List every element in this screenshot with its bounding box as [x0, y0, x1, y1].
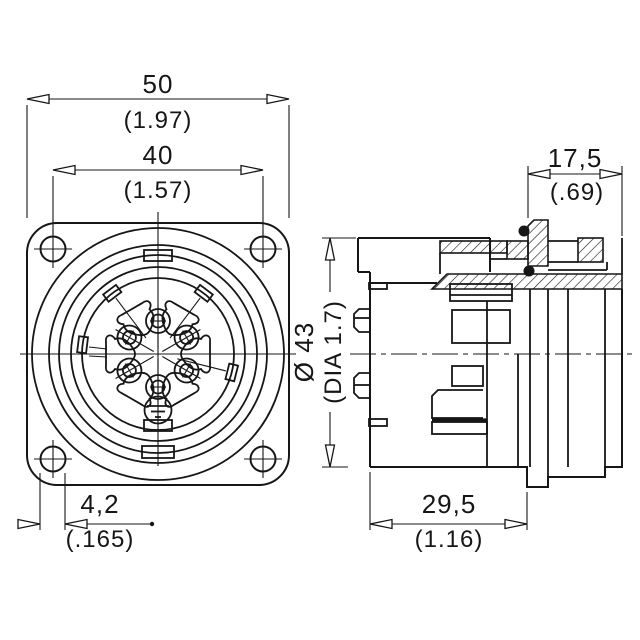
- dim-flange-width-inch: (1.97): [124, 107, 193, 134]
- dimension-front-length: 29,5 (1.16): [369, 472, 528, 553]
- mount-ear-top: [368, 282, 388, 290]
- dim-front-length-mm: 29,5: [422, 489, 477, 519]
- mount-ear-bottom: [368, 418, 388, 427]
- dim-hole-spacing-inch: (1.57): [124, 177, 193, 204]
- dim-rear-length-inch: (.69): [550, 179, 604, 206]
- connector-body: [353, 272, 623, 488]
- dimension-rear-length: 17,5 (.69): [527, 143, 623, 236]
- o-ring-seal: [523, 265, 535, 277]
- contact-block-lower: [451, 365, 484, 387]
- keyways: [76, 249, 239, 459]
- stepped-insert: [431, 389, 483, 419]
- mounting-hole: [34, 230, 72, 268]
- dim-hole-diameter-mm: 4,2: [80, 489, 119, 519]
- side-view: [350, 219, 632, 488]
- solder-terminal: [353, 308, 370, 333]
- dim-rear-length-mm: 17,5: [548, 143, 603, 173]
- dim-body-diameter-inch: (DIA 1.7): [320, 300, 347, 404]
- contact-block-upper: [451, 309, 511, 344]
- dim-body-diameter-mm: Ø 43: [289, 322, 319, 382]
- mounting-hole: [244, 230, 282, 268]
- dimension-hole-spacing: 40 (1.57): [52, 140, 264, 234]
- dimensions: 50 (1.97) 40 (1.57) 17,5 (.69): [17, 69, 623, 553]
- gasket: [449, 283, 513, 302]
- mounting-hole: [244, 440, 282, 478]
- dimension-hole-diameter: 4,2 (.165): [17, 473, 155, 553]
- rear-shell: [529, 289, 606, 477]
- front-view: [20, 212, 296, 486]
- dim-flange-width-mm: 50: [143, 69, 174, 99]
- contact-pin: [145, 304, 171, 350]
- flange-section: [430, 273, 623, 290]
- dim-front-length-inch: (1.16): [415, 526, 484, 553]
- contacts: [108, 304, 208, 425]
- mounting-holes: [34, 230, 282, 478]
- dimension-body-diameter: Ø 43 (DIA 1.7): [289, 237, 356, 468]
- keyway-top: [143, 249, 173, 262]
- ground-contact: [143, 395, 173, 425]
- o-ring-seal: [518, 225, 530, 237]
- body-bottom-profile: [370, 289, 623, 488]
- dim-hole-spacing-mm: 40: [143, 140, 174, 170]
- sectioned-parts: [430, 219, 623, 290]
- keyway-bottom-outer: [141, 445, 175, 459]
- dimension-flange-width: 50 (1.97): [26, 69, 290, 218]
- keyway-bottom-inner: [143, 419, 173, 432]
- shell-circles: [31, 227, 285, 481]
- mounting-hole: [34, 440, 72, 478]
- dim-hole-diameter-inch: (.165): [66, 526, 135, 553]
